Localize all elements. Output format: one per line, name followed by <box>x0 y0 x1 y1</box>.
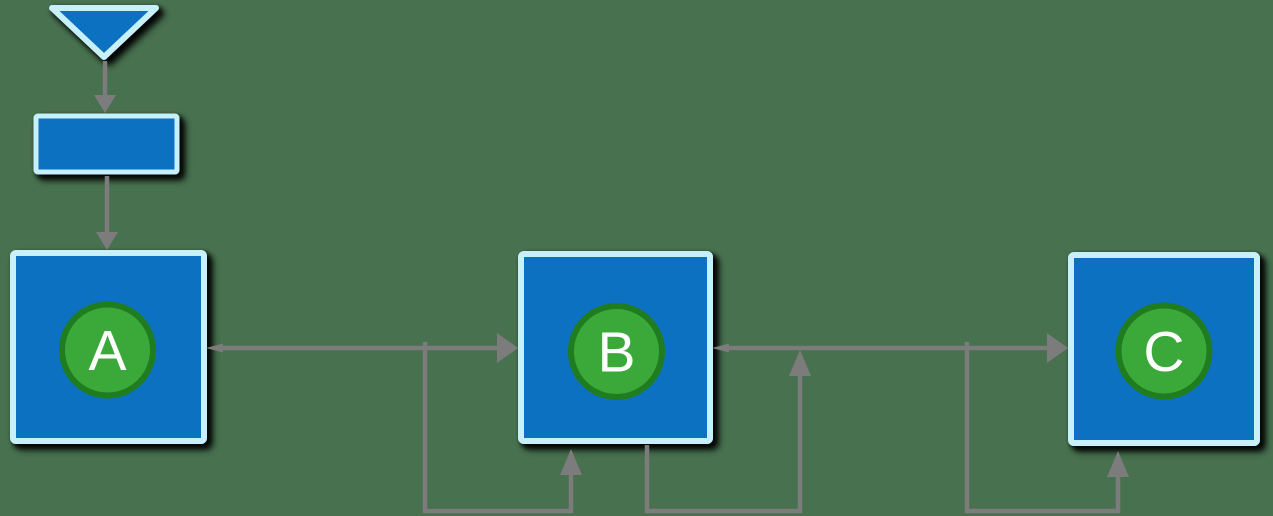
connector-ab-horizontal <box>206 333 518 363</box>
connector-bc-horizontal <box>712 333 1068 363</box>
arrow-right-icon <box>1047 333 1068 363</box>
connector-polyline <box>644 374 803 514</box>
arrow-down-icon <box>94 95 116 113</box>
connector-ab-bottom-loop <box>422 342 582 514</box>
node-c[interactable]: C <box>1068 252 1260 446</box>
connector-b-bottom-return-loop <box>644 350 811 514</box>
node-b-label: B <box>597 321 635 385</box>
arrow-left-small-icon <box>206 343 223 353</box>
node-process[interactable] <box>33 113 180 175</box>
connector-process-to-a <box>96 176 118 250</box>
node-start[interactable] <box>49 5 159 60</box>
arrow-right-icon <box>497 333 518 363</box>
arrow-up-icon <box>789 350 811 376</box>
arrow-left-small-icon <box>712 343 729 353</box>
connector-polyline <box>964 342 1121 514</box>
arrow-up-icon <box>560 449 582 475</box>
arrow-down-icon <box>96 232 118 250</box>
node-c-label: C <box>1143 320 1184 384</box>
node-c-badge <box>1115 302 1213 400</box>
connector-bc-bottom-loop <box>964 342 1129 514</box>
node-b-badge <box>568 303 665 400</box>
node-a-badge <box>59 301 156 399</box>
node-a[interactable]: A <box>10 250 207 444</box>
node-b[interactable]: B <box>518 251 713 444</box>
start-triangle-shape <box>49 5 159 60</box>
process-rectangle-shape <box>33 113 180 175</box>
connector-start-to-process <box>94 61 116 113</box>
arrow-up-icon <box>1107 451 1129 477</box>
node-a-label: A <box>88 319 126 383</box>
connector-polyline <box>422 342 574 514</box>
